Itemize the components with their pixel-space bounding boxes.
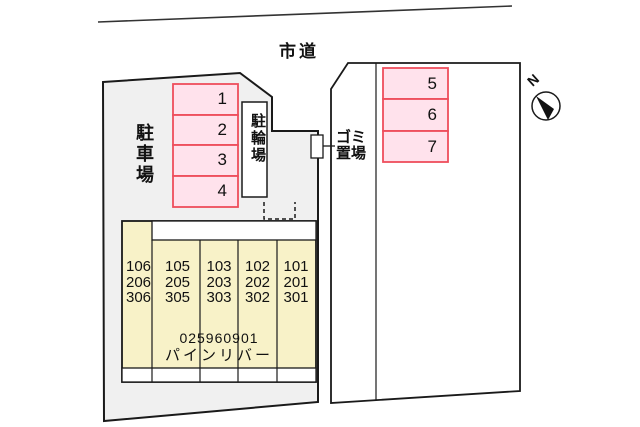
stall-number-1: 1	[217, 89, 227, 108]
unit-number: 103	[206, 258, 232, 275]
unit-column-102: 102 202 302	[238, 259, 277, 306]
unit-column-103: 103 203 303	[200, 259, 238, 306]
unit-number: 203	[206, 273, 232, 291]
stall-number-2: 2	[217, 120, 227, 139]
unit-number: 206	[125, 273, 152, 291]
stall-number-5: 5	[427, 74, 437, 93]
garbage-label-line1: ゴミ	[336, 129, 367, 146]
unit-column-101: 101 201 301	[277, 259, 315, 306]
bicycle-area-label: 駐輪場	[249, 113, 266, 164]
stall-number-6: 6	[427, 105, 437, 124]
unit-number: 306	[125, 289, 152, 306]
building-name: パインリバー	[164, 347, 273, 364]
unit-column-105: 105 205 305	[155, 259, 200, 306]
stall-number-4: 4	[217, 181, 227, 200]
entrance-dashed-outline	[263, 202, 296, 220]
compass-needle	[536, 96, 554, 120]
stall-number-7: 7	[427, 137, 437, 156]
parking-stall-7	[382, 130, 449, 163]
unit-number: 202	[244, 273, 271, 291]
unit-number: 201	[283, 273, 309, 291]
parking-stall-6	[382, 98, 449, 132]
unit-number: 301	[283, 289, 309, 306]
garbage-label-line2: 置場	[336, 145, 367, 162]
stall-number-3: 3	[217, 150, 227, 169]
unit-number: 101	[283, 258, 309, 275]
unit-number: 105	[164, 258, 191, 275]
parking-stall-3	[172, 144, 239, 177]
unit-number: 205	[164, 273, 191, 291]
parking-stall-2	[172, 114, 239, 146]
parking-area-label: 駐車場	[134, 123, 154, 186]
building-code: 025960901	[179, 330, 259, 346]
parking-stall-1	[172, 83, 239, 116]
parking-stall-4	[172, 175, 239, 208]
right-parcel-outline	[330, 62, 521, 404]
unit-number: 106	[125, 258, 152, 275]
bicycle-parking-box	[241, 101, 268, 198]
road-line	[97, 5, 513, 23]
building-bottom-band	[121, 367, 317, 383]
unit-number: 102	[244, 258, 271, 275]
unit-number: 305	[164, 289, 191, 306]
building-corridor	[151, 220, 317, 241]
compass	[531, 91, 561, 121]
garbage-area-label: ゴミ 置場	[336, 130, 366, 162]
unit-number: 302	[244, 289, 271, 306]
road-label: 市道	[279, 42, 319, 61]
parking-stall-5	[382, 67, 449, 100]
garbage-box	[310, 134, 324, 159]
unit-column-106: 106 206 306	[122, 259, 155, 306]
unit-number: 303	[206, 289, 232, 306]
